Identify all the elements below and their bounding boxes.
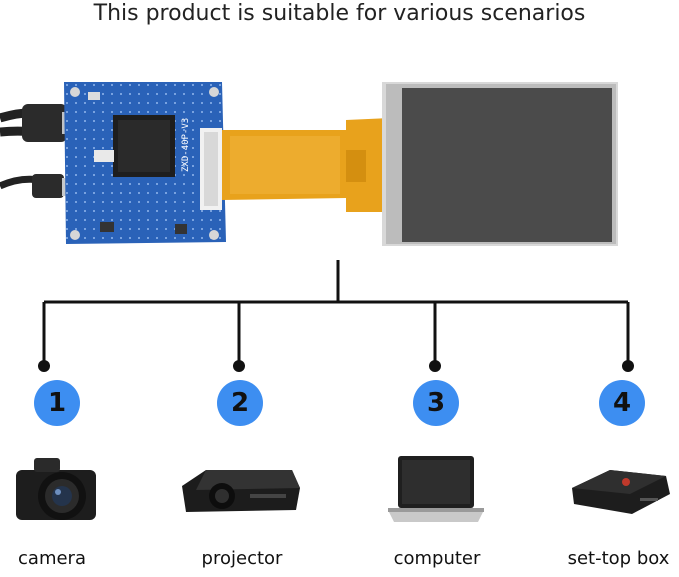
connector-dot (233, 360, 245, 372)
scenario-label-projector: projector (201, 548, 283, 569)
laptop-icon (388, 456, 484, 522)
fpc-flex-cable (222, 118, 390, 212)
scenario-badge-4: 4 (599, 380, 645, 426)
board-silk-label: ZXD-40P-V3 (181, 118, 191, 172)
camera-icon (16, 458, 96, 520)
scenario-badge-2: 2 (217, 380, 263, 426)
connector-tree (42, 260, 630, 364)
scenario-label-camera: camera (18, 548, 86, 569)
scenario-badge-3: 3 (413, 380, 459, 426)
scenario-badge-1: 1 (34, 380, 80, 426)
scenario-label-set-top-box: set-top box (567, 548, 670, 569)
projector-icon (182, 470, 300, 512)
set-top-box-icon (572, 470, 670, 514)
connector-dot (429, 360, 441, 372)
connector-dot (622, 360, 634, 372)
lcd-panel (382, 82, 618, 246)
scenario-label-computer: computer (393, 548, 481, 569)
cable-hdmi (0, 104, 92, 142)
connector-dot (38, 360, 50, 372)
page-title: This product is suitable for various sce… (93, 1, 586, 26)
driver-board: ZXD-40P-V3 (64, 82, 226, 244)
